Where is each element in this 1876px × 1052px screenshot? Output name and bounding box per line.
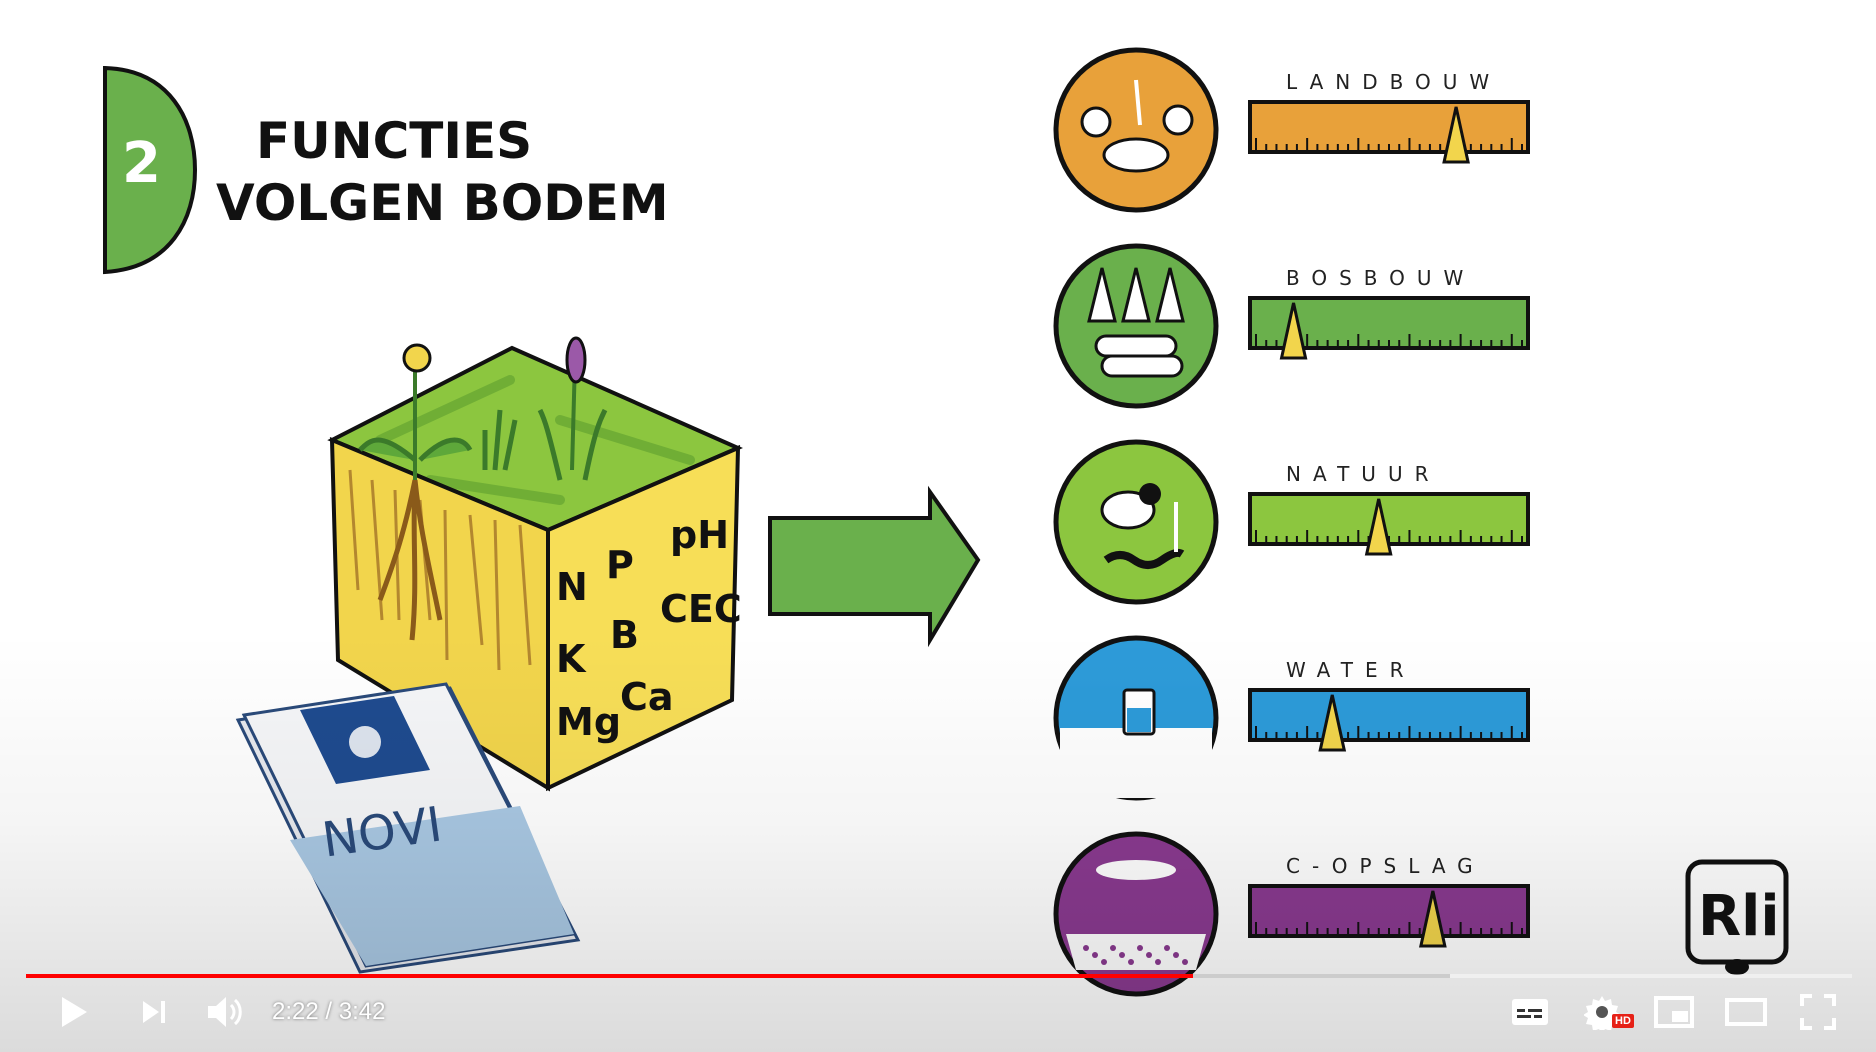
nutrient-k: K [556,637,587,681]
title-line-1: FUNCTIES [256,112,532,170]
gauge-label: WATER [1286,658,1416,682]
time-separator: / [318,998,339,1025]
progress-bar[interactable] [26,972,1852,980]
nutrient-cec: CEC [660,587,742,631]
miniplayer-button[interactable] [1644,972,1704,1052]
next-icon [143,1001,165,1023]
section-badge: 2 [103,65,198,275]
gauge-c-opslag: C-OPSLAG [1053,831,1530,997]
gauge-bosbouw: BOSBOUW [1053,243,1530,409]
gauge-label: NATUUR [1286,462,1440,486]
nutrient-ph: pH [670,513,729,557]
gauge-bar [1248,884,1530,938]
gauge-landbouw: LANDBOUW [1053,47,1530,213]
hd-badge: HD [1612,1014,1634,1028]
gauge-bar [1248,688,1530,742]
gauge-natuur: NATUUR [1053,439,1530,605]
gauge-pointer [1418,890,1447,948]
gauge-label: BOSBOUW [1286,266,1475,290]
nature-icon-glyph [1100,483,1185,569]
nutrient-b: B [610,613,639,657]
novi-document: NOVI [235,682,581,974]
gauge-pointer [1318,694,1347,752]
water-icon-glyph [1060,688,1212,798]
section-number: 2 [122,131,161,196]
theater-icon [1725,998,1767,1026]
subtitles-button[interactable] [1500,972,1560,1052]
gauge-bar [1248,100,1530,154]
agriculture-icon-glyph [1080,79,1194,173]
gauge-pointer [1279,302,1308,360]
rli-logo: Rli [1685,859,1789,975]
soil-cube-illustration: N P pH K B CEC Mg Ca [327,336,743,792]
gauge-bar [1248,492,1530,546]
settings-button[interactable]: HD [1572,972,1634,1052]
logo-text: Rli [1698,884,1780,949]
nutrient-p: P [606,543,634,587]
next-button[interactable] [124,972,184,1052]
play-icon [62,997,87,1027]
nutrient-mg: Mg [556,700,621,744]
player-controls: 2:22 / 3:42 HD [0,972,1876,1052]
function-gauges: LANDBOUW BOSBOUW NATUUR WATER C-OPSLAG [1053,47,1530,997]
gauge-water: WATER [1053,635,1530,801]
duration: 3:42 [338,998,386,1025]
fullscreen-button[interactable] [1788,972,1848,1052]
carbon-storage-icon-glyph [1066,860,1206,970]
volume-icon [208,997,242,1027]
nutrient-n: N [556,565,588,609]
gear-icon [1584,996,1620,1030]
volume-button[interactable] [196,972,256,1052]
forestry-icon-glyph [1087,267,1185,378]
current-time: 2:22 [272,998,319,1025]
arrow-icon [768,485,981,648]
gauge-pointer [1442,106,1470,164]
gauge-label: C-OPSLAG [1286,854,1485,878]
time-display: 2:22 / 3:42 [272,972,385,1052]
gauge-pointer [1364,498,1393,556]
subtitles-icon [1512,999,1548,1025]
title-line-2: VOLGEN BODEM [216,174,669,232]
agriculture-icon [1053,47,1219,213]
nutrient-labels: N P pH K B CEC Mg Ca [556,513,742,744]
progress-played [26,974,1193,978]
miniplayer-icon [1654,996,1694,1028]
nutrient-ca: Ca [620,675,674,719]
gauge-label: LANDBOUW [1286,70,1501,94]
play-button[interactable] [44,972,104,1052]
fullscreen-icon [1800,994,1836,1030]
theater-mode-button[interactable] [1716,972,1776,1052]
